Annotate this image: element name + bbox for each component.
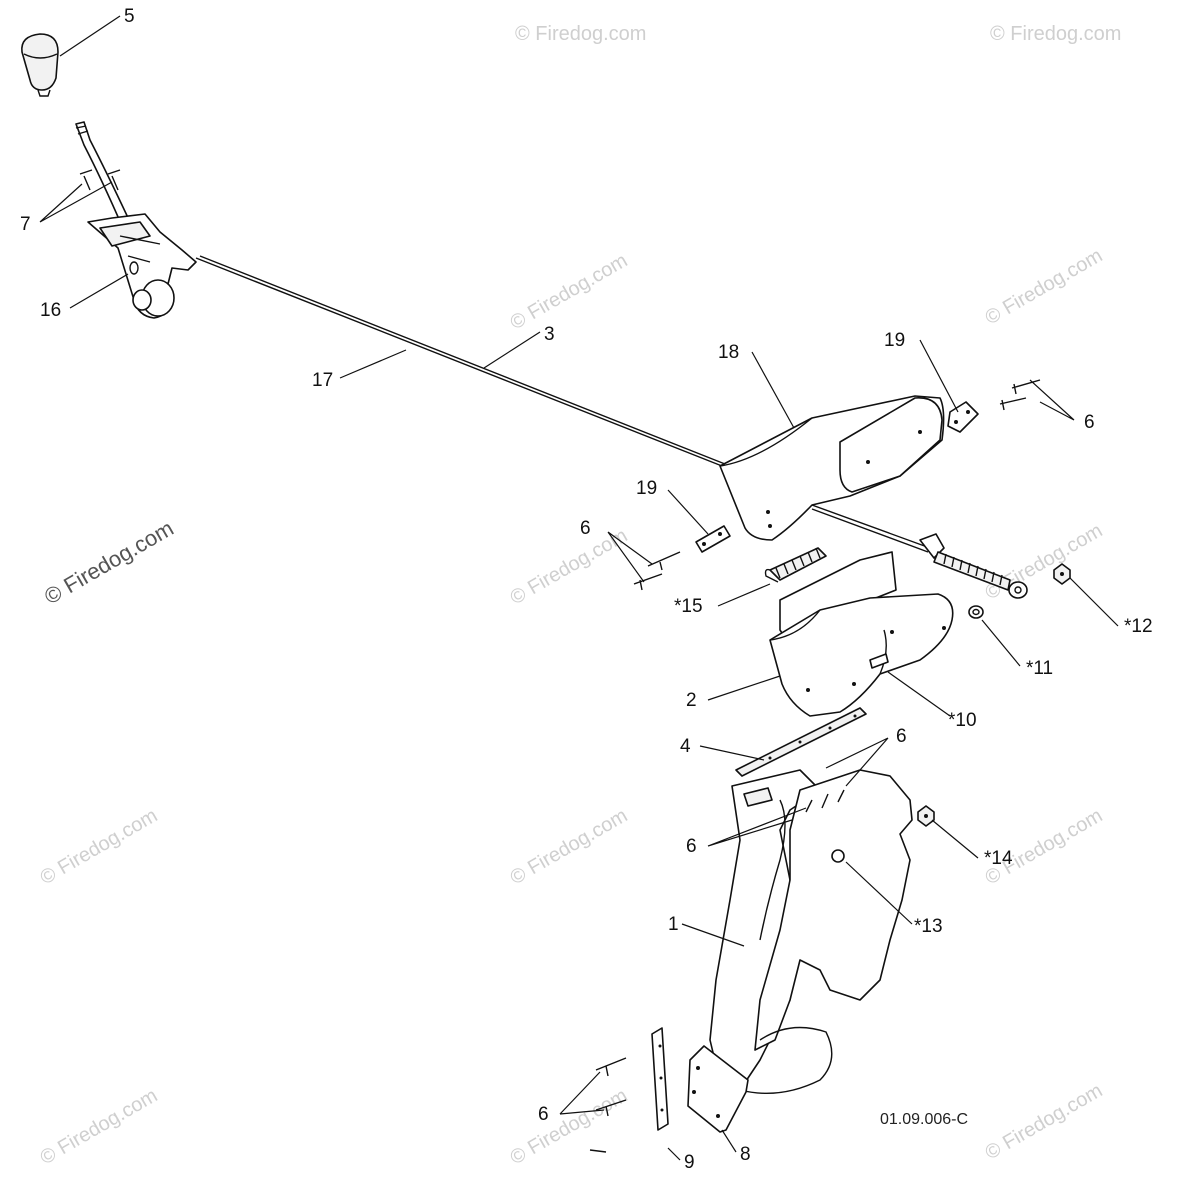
- leader-lines: [39, 15, 1119, 1161]
- watermark: © Firedog.com: [990, 23, 1121, 45]
- watermark: © Firedog.com: [507, 1085, 632, 1170]
- callout-6-middle-left: 6: [580, 518, 591, 539]
- callout-9: 9: [684, 1152, 695, 1173]
- callout-19-middle: 19: [636, 478, 657, 499]
- spring-part: [764, 547, 827, 583]
- callout-2: 2: [686, 690, 697, 711]
- callout-labels: 5 7 16 17 3 18 19 6 19 6 *15 *12 *11 2 *…: [20, 6, 1153, 1173]
- watermark: © Firedog.com: [507, 525, 632, 610]
- callout-14: *14: [984, 848, 1013, 869]
- watermark: © Firedog.com: [507, 250, 632, 335]
- side-plate-9: [651, 1027, 669, 1131]
- callout-18: 18: [718, 342, 739, 363]
- strap-plate-middle: [695, 525, 731, 553]
- bar-part: [735, 707, 867, 777]
- callout-10: *10: [948, 710, 977, 731]
- watermark: © Firedog.com: [507, 805, 632, 890]
- callout-1: 1: [668, 914, 679, 935]
- callout-5: 5: [124, 6, 135, 27]
- screws-upper-right: [999, 379, 1041, 411]
- deflector-part: [769, 551, 954, 717]
- watermark: © Firedog.com: [37, 1085, 162, 1170]
- callout-17: 17: [312, 370, 333, 391]
- callout-6-upper-right: 6: [1084, 412, 1095, 433]
- lever-bracket-part: [87, 213, 197, 319]
- callout-3: 3: [544, 324, 555, 345]
- callout-6-right: 6: [896, 726, 907, 747]
- callout-16: 16: [40, 300, 61, 321]
- watermark: © Firedog.com: [37, 805, 162, 890]
- callout-4: 4: [680, 736, 691, 757]
- callout-11: *11: [1026, 658, 1053, 679]
- watermark: © Firedog.com: [982, 805, 1107, 890]
- callout-19-upper: 19: [884, 330, 905, 351]
- threaded-rod-end: [919, 533, 1028, 599]
- watermark: © Firedog.com: [982, 245, 1107, 330]
- watermarks: © Firedog.com © Firedog.com © Firedog.co…: [37, 23, 1122, 1169]
- callout-7: 7: [20, 214, 31, 235]
- callout-15: *15: [674, 596, 703, 617]
- shift-cable: [195, 255, 931, 553]
- cover-part: [719, 395, 945, 541]
- chute-part: [709, 769, 913, 1094]
- screws-middle-left: [633, 551, 681, 591]
- callout-6-bottom: 6: [538, 1104, 549, 1125]
- callout-6-left: 6: [686, 836, 697, 857]
- callout-12: *12: [1124, 616, 1153, 637]
- screws-bottom: [589, 1057, 627, 1153]
- watermark-main: © Firedog.com: [40, 515, 178, 609]
- side-plate-8: [687, 1045, 749, 1133]
- lever-screws: [79, 169, 121, 191]
- watermark: © Firedog.com: [982, 1080, 1107, 1165]
- figure-code: 01.09.006-C: [880, 1111, 968, 1128]
- callout-13: *13: [914, 916, 943, 937]
- watermark: © Firedog.com: [982, 520, 1107, 605]
- watermark: © Firedog.com: [515, 23, 646, 45]
- shift-lever-rod: [75, 121, 131, 227]
- strap-plate-upper: [947, 401, 979, 433]
- callout-8: 8: [740, 1144, 751, 1165]
- knob-part: [21, 33, 59, 97]
